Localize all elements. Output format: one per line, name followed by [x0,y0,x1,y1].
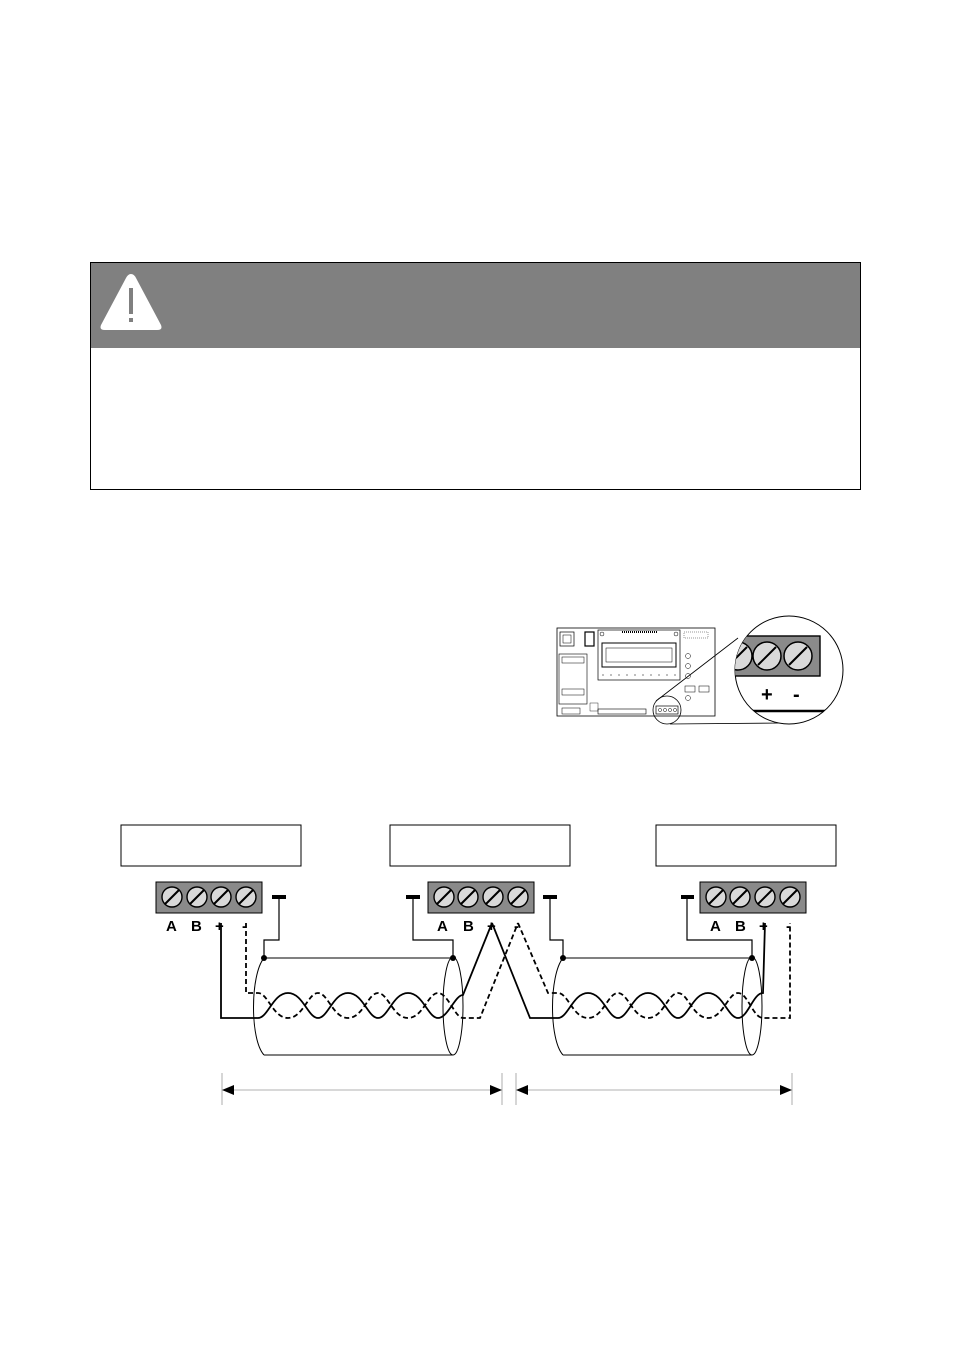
board-outline [556,627,716,717]
zoom-label-minus: - [793,684,800,706]
term-right-plus: + [759,918,768,935]
length-arrow-2 [515,1073,793,1105]
term-right-minus: - [786,918,791,935]
term-mid-b: B [463,918,474,935]
wire-minus-seg1 [245,922,519,1019]
term-right-a: A [710,918,721,935]
length-arrow-1 [221,1073,503,1105]
terminal-block-left: A B + - [155,881,263,935]
board-zoom-marker [652,695,682,725]
board-terminal-block [655,705,679,715]
device-right [655,824,837,867]
term-mid-a: A [437,918,448,935]
board-relay [584,631,595,647]
term-left-minus: - [242,918,247,935]
cable-segment-1 [253,956,464,1056]
terminal-block-middle: A B + - [427,881,535,935]
bus-wiring-diagram: A B + - A B + - A B + - [120,824,837,1105]
warning-box [90,262,861,490]
board-lcd [597,629,681,681]
term-right-b: B [735,918,746,935]
wire-plus-seg1 [220,922,493,1019]
cable-segment-2 [552,956,763,1056]
device-left [120,824,302,867]
board-chip [559,631,575,647]
term-left-b: B [191,918,202,935]
warning-triangle-icon [100,274,162,330]
term-left-a: A [166,918,177,935]
board-connector [558,653,588,705]
term-left-plus: + [215,918,224,935]
device-middle [389,824,571,867]
wire-minus-seg2 [517,922,791,1019]
wire-plus-seg2 [491,922,766,1019]
term-mid-minus: - [514,918,519,935]
controller-board-figure: + - [556,615,844,725]
warning-header [91,263,860,348]
terminal-block-right: A B + - [699,881,807,935]
zoom-label-plus: + [761,684,773,706]
